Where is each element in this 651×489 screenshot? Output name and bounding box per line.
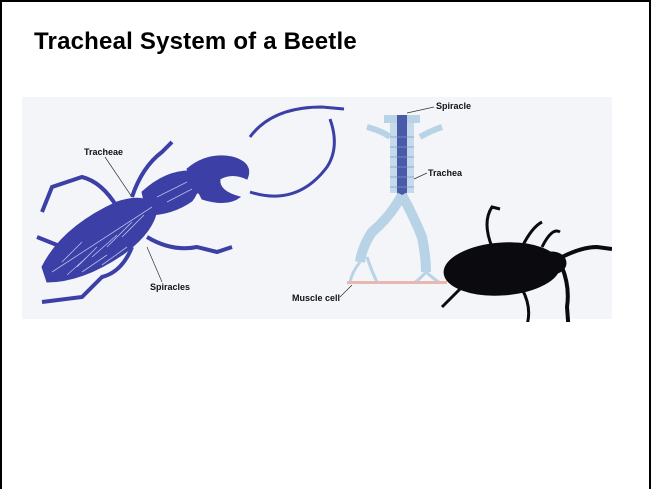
label-spiracle: Spiracle <box>436 101 471 111</box>
label-muscle-cell: Muscle cell <box>292 293 340 303</box>
figure-illustration <box>22 97 612 322</box>
tracheal-system-figure: Tracheae Spiracles Spiracle Trachea Musc… <box>22 97 612 322</box>
label-spiracles: Spiracles <box>150 282 190 292</box>
label-trachea: Trachea <box>428 168 462 178</box>
slide-title: Tracheal System of a Beetle <box>34 28 357 56</box>
label-tracheae: Tracheae <box>84 147 123 157</box>
muscle-cell-shape <box>347 281 447 284</box>
